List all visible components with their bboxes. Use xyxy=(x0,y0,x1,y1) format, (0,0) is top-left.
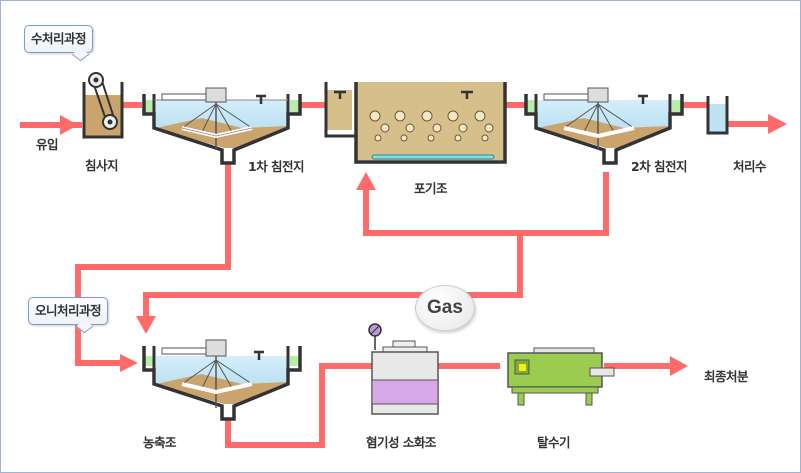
anaerobic-digester-icon xyxy=(368,323,439,415)
grit-chamber-icon xyxy=(82,72,124,139)
arrowhead-to-thickener xyxy=(120,354,138,372)
arrowhead-final xyxy=(670,356,688,376)
arrowhead-excess-sludge xyxy=(136,316,156,334)
label-dewatering-machine: 탈수기 xyxy=(537,435,571,450)
flow-primary-sludge xyxy=(75,163,231,366)
arrowhead-inflow xyxy=(60,115,78,135)
thickener-icon xyxy=(142,339,302,421)
effluent-basin-icon xyxy=(706,96,729,135)
label-aeration-tank: 포기조 xyxy=(414,181,448,196)
label-thickener: 농축조 xyxy=(143,435,177,450)
flow-excess-sludge xyxy=(143,233,523,318)
flow-return-sludge xyxy=(363,172,609,236)
label-grit-chamber: 침사지 xyxy=(85,158,119,173)
aeration-tank-icon xyxy=(324,82,507,164)
label-final-disposal: 최종처분 xyxy=(704,369,749,384)
label-anaerobic-digester: 혐기성 소화조 xyxy=(366,435,436,450)
label-inflow: 유입 xyxy=(36,137,59,152)
water-process-bubble: 수처리과정 xyxy=(24,25,94,53)
label-treated-water: 처리수 xyxy=(733,159,767,174)
secondary-clarifier-icon xyxy=(524,87,684,165)
arrowhead-effluent xyxy=(768,114,787,134)
arrowhead-return-sludge xyxy=(356,172,376,190)
sludge-process-bubble: 오니처리과정 xyxy=(28,297,109,325)
label-primary-clarifier: 1차 침전지 xyxy=(248,159,305,174)
dewatering-machine-icon xyxy=(507,347,615,406)
label-secondary-clarifier: 2차 침전지 xyxy=(631,159,688,174)
primary-clarifier-icon xyxy=(142,87,302,165)
flow-thickener-to-digester xyxy=(225,363,372,448)
gas-bubble: Gas xyxy=(415,285,475,331)
